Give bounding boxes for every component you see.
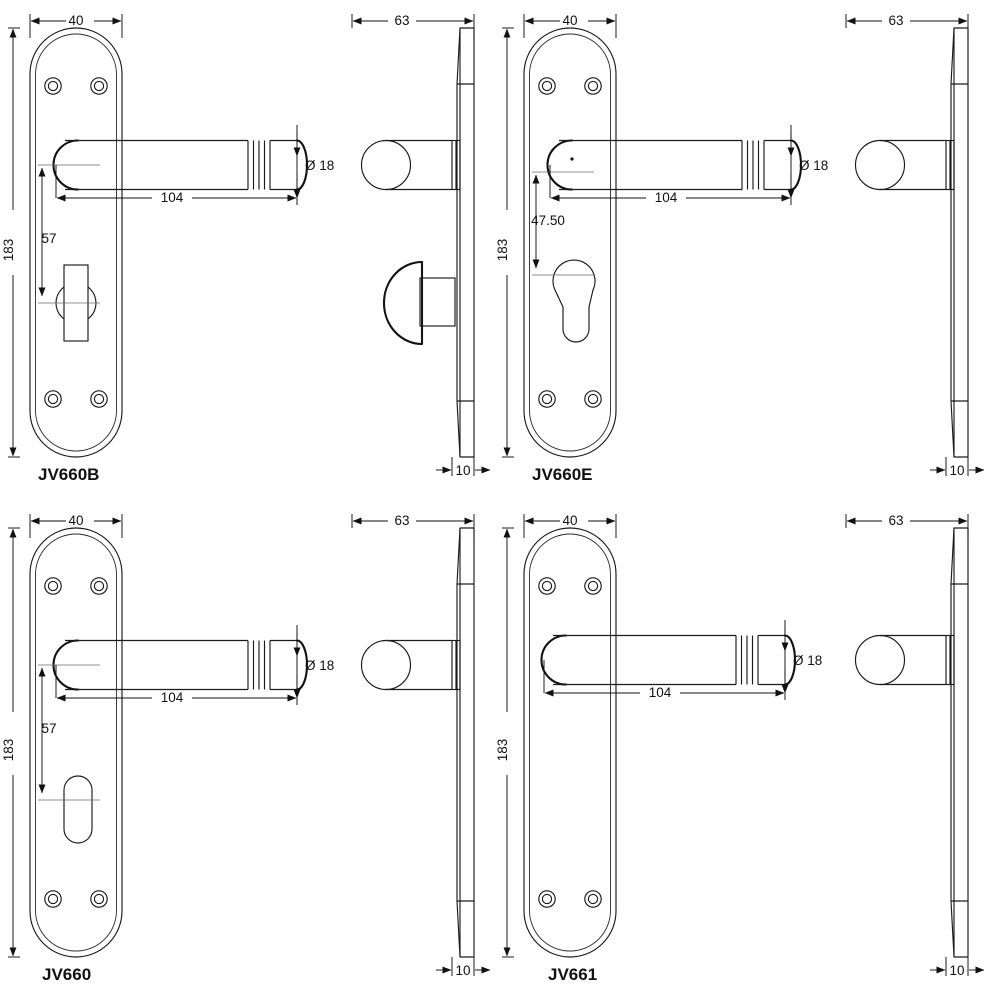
dim-lever-104: 104	[655, 190, 678, 205]
dim-height-183: 183	[1, 739, 16, 762]
dim-thickness-10: 10	[455, 463, 470, 478]
dim-thickness-10: 10	[949, 463, 964, 478]
dim-height-183: 183	[495, 239, 510, 262]
jv660-side-view	[360, 527, 475, 958]
dim-width-40: 40	[562, 13, 577, 28]
jv660e-side-dimensions: 63 10	[845, 13, 985, 478]
dim-thickness-10: 10	[455, 963, 470, 978]
part-label-jv660: JV660	[42, 965, 91, 984]
dim-centre-4750: 47.50	[531, 213, 565, 228]
backplate-outline	[523, 527, 617, 958]
jv660-dimensions: 40 183 57 104 Ø 18	[1, 513, 334, 958]
dim-width-40: 40	[562, 513, 577, 528]
lever-centre-dot	[570, 157, 574, 161]
variant-jv660: 40 183 57 104 Ø 18	[1, 513, 491, 984]
dim-depth-63: 63	[394, 13, 409, 28]
jv660e-side-view	[854, 27, 969, 458]
part-label-jv661: JV661	[548, 965, 597, 984]
jv660b-front-view	[29, 27, 309, 458]
dim-depth-63: 63	[888, 13, 903, 28]
side-backplate	[456, 527, 475, 958]
dim-depth-63: 63	[888, 513, 903, 528]
dim-height-183: 183	[495, 739, 510, 762]
side-lever-handle	[854, 634, 955, 686]
jv660b-dimensions: 40 183 57 104 Ø 18	[1, 13, 334, 458]
side-backplate	[950, 27, 969, 458]
jv660b-side-view	[360, 27, 475, 458]
dim-height-183: 183	[1, 239, 16, 262]
side-backplate	[456, 27, 475, 458]
jv660-front-view	[29, 527, 309, 958]
part-label-jv660e: JV660E	[532, 465, 593, 484]
oval-keyhole	[63, 775, 93, 844]
dim-diameter-18: Ø 18	[305, 658, 334, 673]
screw-holes	[44, 577, 108, 908]
dim-centre-57: 57	[41, 721, 56, 736]
dim-diameter-18: Ø 18	[305, 158, 334, 173]
dim-centre-57: 57	[41, 231, 56, 246]
side-thumbturn-knob	[383, 260, 456, 346]
lever-handle	[546, 139, 803, 191]
dim-lever-104: 104	[649, 685, 672, 700]
screw-holes	[538, 577, 602, 908]
variant-jv660e: 40 183 47.50 104 Ø 18	[495, 13, 985, 484]
jv661-side-dimensions: 63 10	[845, 513, 985, 978]
side-lever-handle	[360, 639, 461, 691]
dim-depth-63: 63	[394, 513, 409, 528]
euro-cylinder-keyhole	[552, 259, 596, 343]
dim-diameter-18: Ø 18	[793, 653, 822, 668]
jv660e-front-view	[523, 27, 803, 458]
backplate-outline	[523, 27, 617, 458]
backplate-outline	[29, 527, 123, 958]
side-backplate	[950, 527, 969, 958]
lever-handle	[540, 634, 797, 686]
dim-thickness-10: 10	[949, 963, 964, 978]
variant-jv660b: 40 183 57 104 Ø 18	[1, 13, 491, 484]
jv661-front-view	[523, 527, 797, 958]
side-lever-handle	[854, 139, 955, 191]
dim-diameter-18: Ø 18	[799, 158, 828, 173]
jv661-dimensions: 40 183 104 Ø 18	[495, 513, 822, 958]
jv660e-dimensions: 40 183 47.50 104 Ø 18	[495, 13, 828, 458]
dim-width-40: 40	[68, 13, 83, 28]
dim-width-40: 40	[68, 513, 83, 528]
part-label-jv660b: JV660B	[38, 465, 99, 484]
jv660-side-dimensions: 63 10	[351, 513, 491, 978]
variant-jv661: 40 183 104 Ø 18 63	[495, 513, 985, 984]
screw-holes	[538, 77, 602, 408]
jv661-side-view	[854, 527, 969, 958]
jv660b-side-dimensions: 63 10	[351, 13, 491, 478]
dim-lever-104: 104	[161, 190, 184, 205]
dim-lever-104: 104	[161, 690, 184, 705]
side-lever-handle	[360, 139, 461, 191]
